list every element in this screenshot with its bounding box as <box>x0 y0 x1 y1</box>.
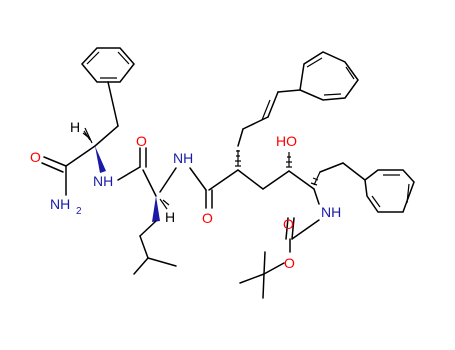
oxygen-label-2: O <box>136 133 147 149</box>
nh-label-1: NH <box>93 173 113 189</box>
bond-side-3b <box>261 99 271 121</box>
oxygen-label-5: O <box>284 255 295 271</box>
bond-nh1-c2 <box>117 166 141 181</box>
bond-c4-o4-b <box>285 217 289 240</box>
nh-label-2: NH <box>173 150 193 166</box>
bond-leu-ch2 <box>139 220 157 237</box>
bond-side-1 <box>237 128 244 147</box>
bond-c4-o4-a <box>291 217 295 240</box>
bond-co-amide-1 <box>43 156 67 167</box>
wedge-ca2 <box>152 196 160 222</box>
bond-ch2-ring3 <box>342 162 366 181</box>
bond-chn-ch2 <box>319 162 344 173</box>
oxygen-label-4: O <box>283 216 294 232</box>
nh2-label: NH <box>50 196 70 212</box>
bond-co-amide-2 <box>41 162 64 173</box>
phenyl-ring-1 <box>80 47 135 83</box>
bond-choh-chn <box>288 170 315 190</box>
phenyl-ring-2 <box>299 51 359 101</box>
bond-side-3a <box>267 91 279 118</box>
ho-label: HO <box>276 133 297 149</box>
bond-ca3-ch2 <box>237 169 264 190</box>
bond-ch2-choh <box>262 170 290 190</box>
nh-label-3: NH <box>321 204 341 220</box>
bond-nh2-c3 <box>189 167 207 191</box>
phenyl-ring-3 <box>364 169 415 213</box>
bond-o5-tbu <box>263 262 285 275</box>
amide-oxygen-label: O <box>30 149 41 165</box>
bond-tbu-me3 <box>263 251 266 275</box>
hatch-ho <box>286 152 292 168</box>
bond-tbu-me1 <box>239 273 265 284</box>
bond-nh3-c4 <box>291 219 320 240</box>
nh2-subscript: 2 <box>76 206 82 217</box>
hatch-ca3-sidechain <box>235 150 241 167</box>
wedge-ca1-nh <box>95 146 106 173</box>
bond-ch2-ring1 <box>107 81 119 127</box>
bond-side-4 <box>277 89 301 93</box>
bond-leu-me2 <box>147 257 177 267</box>
h-label-1: H <box>70 119 80 135</box>
hatch-bond-h1 <box>82 127 93 144</box>
h-label-2: H <box>165 209 175 225</box>
bond-leu-ch <box>139 235 149 259</box>
bond-tbu-me2 <box>262 273 265 299</box>
bond-ca2-nh2 <box>159 167 177 193</box>
bond-chn-nh3 <box>313 188 320 205</box>
bond-leu-me1 <box>133 257 149 275</box>
bond-ca1-ch2 <box>94 125 119 147</box>
hatch-bond-h2 <box>159 198 170 210</box>
bond-side-2 <box>242 116 269 130</box>
bond-c2-ca2 <box>142 169 157 197</box>
bond-ca1-carbonyl <box>65 145 96 167</box>
bond-c3-ca3 <box>208 169 239 191</box>
hatch-chn-ch2 <box>310 171 321 186</box>
oxygen-label-3: O <box>202 210 213 226</box>
